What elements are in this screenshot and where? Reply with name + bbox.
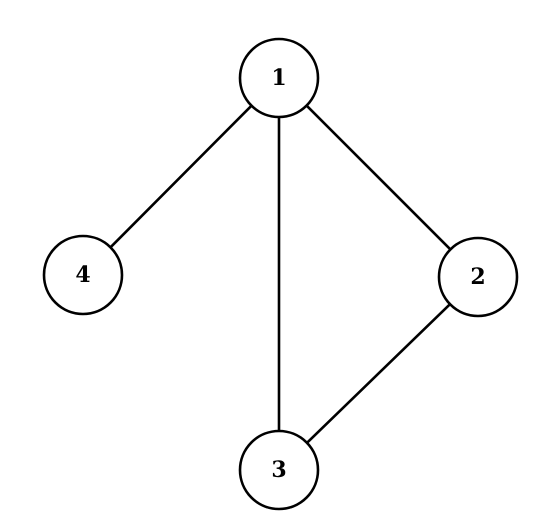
node-label-4: 4 xyxy=(75,262,90,288)
node-label-1: 1 xyxy=(271,65,286,91)
node-1: 1 xyxy=(238,37,320,119)
node-circle-3 xyxy=(238,429,320,511)
node-label-3: 3 xyxy=(271,457,286,483)
edge-1-2 xyxy=(305,104,452,251)
node-3: 3 xyxy=(238,429,320,511)
edges-layer xyxy=(109,104,452,445)
edge-1-4 xyxy=(109,104,253,249)
edge-2-3 xyxy=(305,302,452,445)
node-label-2: 2 xyxy=(470,264,485,290)
node-circle-1 xyxy=(238,37,320,119)
node-4: 4 xyxy=(42,234,124,316)
nodes-layer: 1 2 3 4 xyxy=(42,37,519,511)
node-circle-4 xyxy=(42,234,124,316)
node-2: 2 xyxy=(437,236,519,318)
node-circle-2 xyxy=(437,236,519,318)
